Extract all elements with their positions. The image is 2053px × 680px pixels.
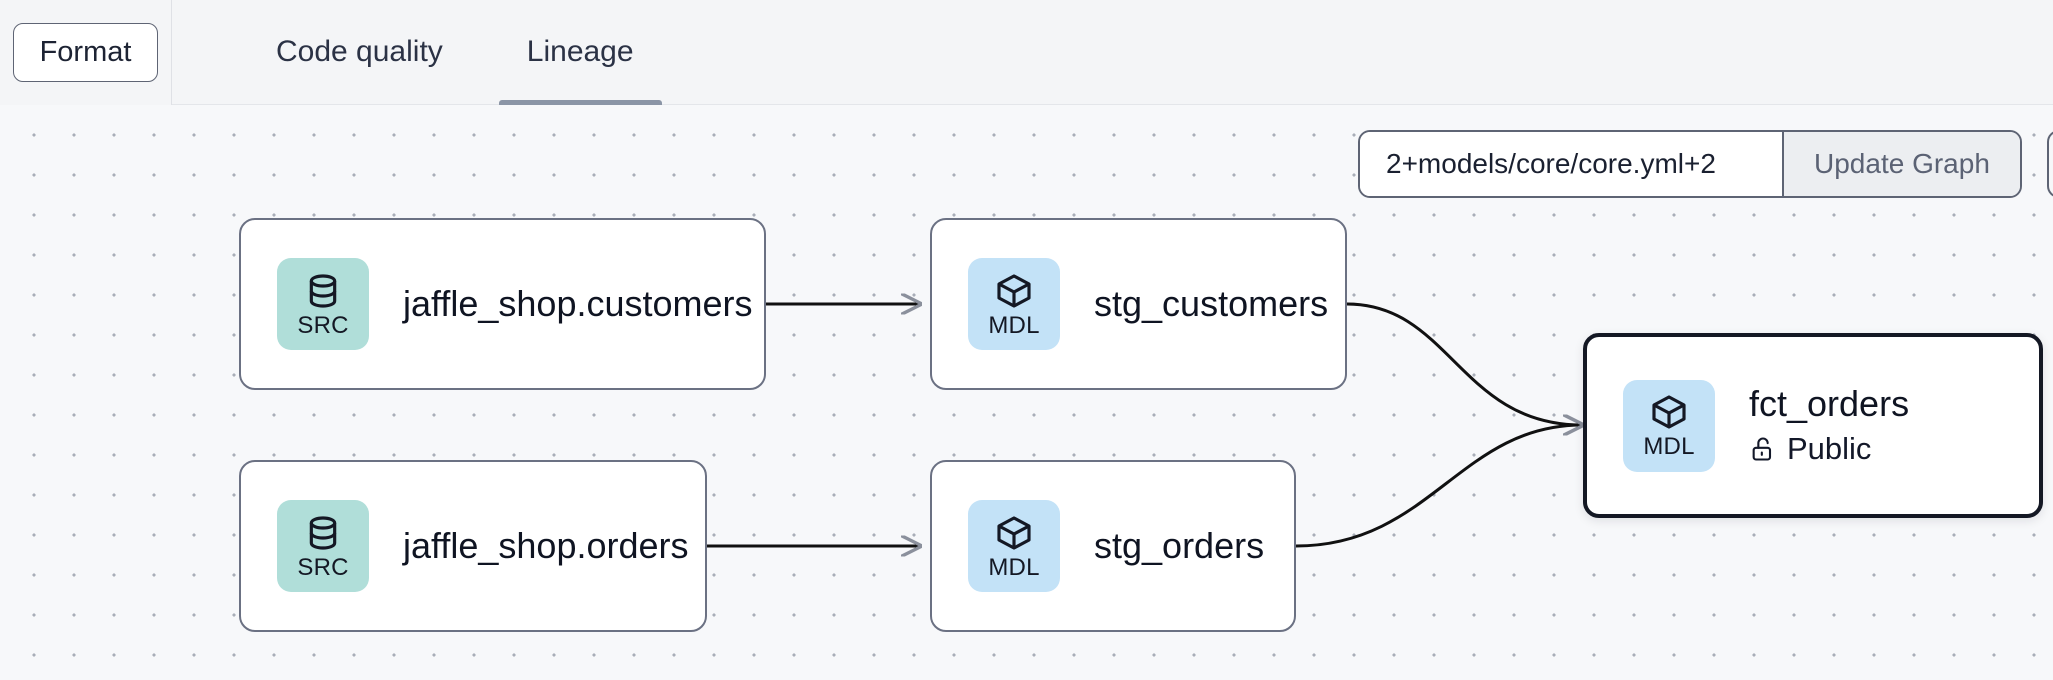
format-button-container: Format xyxy=(0,0,172,105)
format-button[interactable]: Format xyxy=(12,22,159,82)
badge-mdl: MDL xyxy=(968,258,1060,350)
node-visibility: Public xyxy=(1749,431,1909,467)
database-icon xyxy=(309,515,337,550)
tab-code-quality-label: Code quality xyxy=(276,35,443,68)
lineage-node-jaffle-shop-customers[interactable]: SRC jaffle_shop.customers xyxy=(239,218,766,390)
unlock-icon xyxy=(1752,437,1772,461)
tab-lineage[interactable]: Lineage xyxy=(485,0,676,105)
node-visibility-label: Public xyxy=(1787,431,1872,467)
lineage-node-jaffle-shop-orders[interactable]: SRC jaffle_shop.orders xyxy=(239,460,707,632)
badge-mdl-label: MDL xyxy=(1643,433,1695,460)
node-body: fct_orders Public xyxy=(1749,384,1909,468)
tab-lineage-label: Lineage xyxy=(526,35,634,68)
graph-selector-control: Update Graph xyxy=(1358,130,2022,198)
badge-src-label: SRC xyxy=(297,553,349,581)
badge-src: SRC xyxy=(277,500,369,592)
badge-mdl: MDL xyxy=(968,500,1060,592)
edge-stgorders-to-fct xyxy=(1295,425,1582,548)
node-title: stg_orders xyxy=(1094,525,1265,567)
node-title: jaffle_shop.orders xyxy=(403,525,689,567)
badge-mdl-label: MDL xyxy=(988,311,1040,339)
badge-src-label: SRC xyxy=(297,311,349,339)
toolbar: Format Code quality Lineage xyxy=(0,0,2053,105)
cube-icon xyxy=(997,515,1031,550)
badge-mdl-label: MDL xyxy=(988,553,1040,581)
lineage-node-stg-orders[interactable]: MDL stg_orders xyxy=(930,460,1296,632)
graph-selector-input[interactable] xyxy=(1360,132,1782,196)
node-title: fct_orders xyxy=(1749,382,1910,424)
overflow-control-partial[interactable] xyxy=(2047,130,2053,198)
cube-icon xyxy=(1652,395,1686,429)
node-title: jaffle_shop.customers xyxy=(403,283,753,325)
tab-code-quality[interactable]: Code quality xyxy=(234,0,485,105)
node-body: jaffle_shop.orders xyxy=(403,526,689,566)
edge-stgcustomers-to-fct xyxy=(1346,302,1582,425)
cube-icon xyxy=(997,273,1031,308)
tab-underline-lineage xyxy=(498,99,662,105)
node-title: stg_customers xyxy=(1094,283,1329,325)
lineage-node-fct-orders[interactable]: MDL fct_orders Public xyxy=(1583,333,2043,518)
badge-src: SRC xyxy=(277,258,369,350)
badge-mdl: MDL xyxy=(1623,379,1715,472)
node-body: stg_customers xyxy=(1094,284,1328,324)
lineage-canvas[interactable]: SRC jaffle_shop.customers MDL stg_custom… xyxy=(0,105,2053,680)
database-icon xyxy=(309,273,337,308)
update-graph-button[interactable]: Update Graph xyxy=(1782,132,2020,196)
node-body: stg_orders xyxy=(1094,526,1264,566)
tab-bar: Code quality Lineage xyxy=(172,0,676,105)
lineage-node-stg-customers[interactable]: MDL stg_customers xyxy=(930,218,1347,390)
node-body: jaffle_shop.customers xyxy=(403,284,753,324)
